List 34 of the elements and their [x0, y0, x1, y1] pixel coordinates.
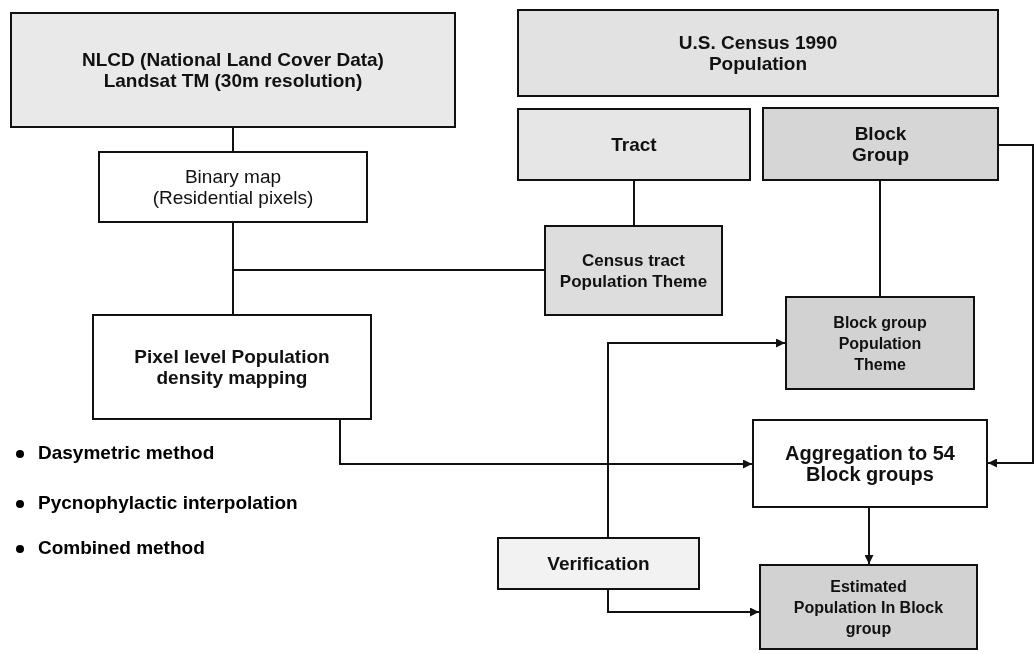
connector-line: [232, 127, 234, 152]
census-unit-box: [517, 108, 751, 181]
data-source-box: [10, 12, 456, 128]
arrow: [864, 507, 874, 565]
node-text: Verification: [546, 553, 651, 574]
arrow: [339, 419, 753, 469]
process-box: [92, 314, 372, 420]
node-text: Pixel level Population density mapping: [133, 346, 331, 388]
node-text: Tract: [610, 134, 658, 155]
node-text: NLCD (National Land Cover Data) Landsat TM (30m resolution): [81, 49, 385, 91]
connector-line: [633, 180, 635, 226]
arrow: [607, 589, 760, 617]
node-text: Block group Population Theme: [832, 312, 928, 375]
node-text: U.S. Census 1990 Population: [677, 32, 839, 74]
bullet-item: Combined method: [38, 537, 205, 559]
data-source-box: [517, 9, 999, 97]
census-unit-box: [762, 107, 999, 181]
process-box: [98, 151, 368, 223]
node-text: Aggregation to 54 Block groups: [784, 442, 956, 485]
node-text: Block Group: [851, 123, 910, 165]
output-box: [759, 564, 978, 650]
node-text: Census tract Population Theme: [558, 249, 709, 292]
theme-box: [544, 225, 723, 316]
theme-box: [785, 296, 975, 390]
arrow: [987, 144, 1034, 468]
connector-line: [879, 180, 881, 297]
node-text: Binary map (Residential pixels): [151, 166, 315, 208]
bullet-item: Dasymetric method: [38, 442, 215, 464]
process-box: [497, 537, 700, 590]
arrow: [607, 338, 786, 538]
bullet-item: Pycnophylactic interpolation: [38, 492, 298, 514]
connector-line: [232, 269, 545, 315]
node-text: Estimated Population In Block group: [792, 576, 945, 639]
process-box: [752, 419, 988, 508]
